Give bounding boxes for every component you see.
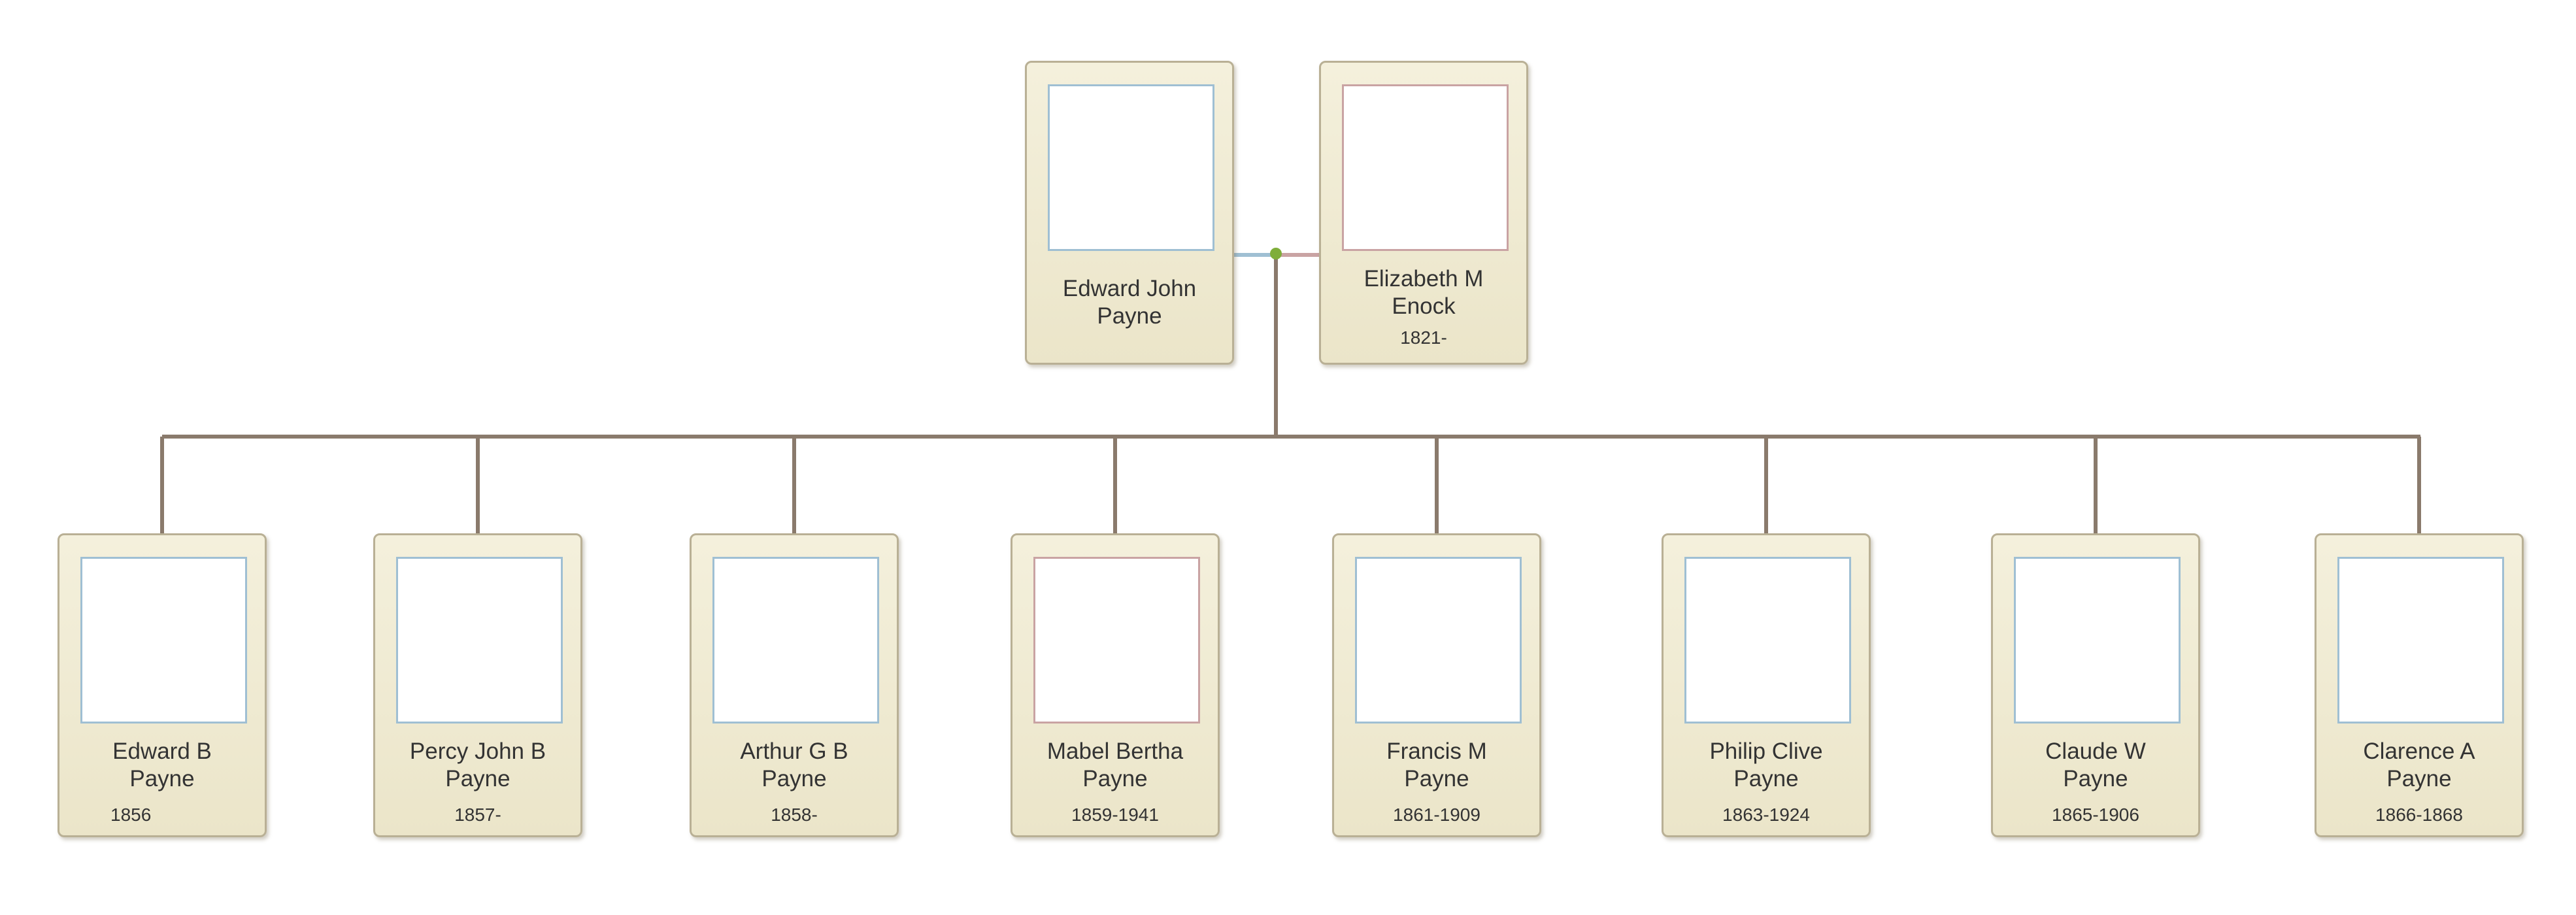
last-name: Payne xyxy=(1733,766,1799,791)
photo-placeholder xyxy=(1355,557,1522,724)
photo-placeholder xyxy=(1684,557,1851,724)
first-name: Elizabeth M xyxy=(1363,266,1484,291)
photo-placeholder xyxy=(396,557,563,724)
last-name: Payne xyxy=(2386,766,2452,791)
last-name: Payne xyxy=(1097,303,1162,329)
person-card-child[interactable]: Claude W Payne 1865-1906 xyxy=(1991,533,2200,837)
life-years: 1861-1909 xyxy=(1393,805,1480,825)
person-name: Edward B Payne xyxy=(66,738,258,793)
person-name: Elizabeth M Enock xyxy=(1328,265,1520,320)
photo-placeholder xyxy=(712,557,879,724)
first-name: Edward John xyxy=(1062,276,1197,301)
person-card-father[interactable]: Edward John Payne xyxy=(1025,61,1234,365)
life-years: 1857- xyxy=(454,805,501,825)
person-card-child[interactable]: Clarence A Payne 1866-1868 xyxy=(2315,533,2524,837)
person-card-child[interactable]: Francis M Payne 1861-1909 xyxy=(1332,533,1541,837)
life-years: 1821- xyxy=(1400,327,1447,348)
photo-placeholder xyxy=(1342,84,1509,251)
first-name: Philip Clive xyxy=(1709,739,1823,764)
first-name: Francis M xyxy=(1386,739,1487,764)
first-name: Claude W xyxy=(2045,739,2146,764)
last-name: Payne xyxy=(1082,766,1148,791)
person-card-child[interactable]: Mabel Bertha Payne 1859-1941 xyxy=(1011,533,1220,837)
person-name: Mabel Bertha Payne xyxy=(1019,738,1211,793)
life-years: 1858- xyxy=(771,805,818,825)
first-name: Arthur G B xyxy=(740,739,848,764)
life-years: 1863-1924 xyxy=(1722,805,1810,825)
life-years: 1859-1941 xyxy=(1071,805,1159,825)
person-name: Arthur G B Payne xyxy=(698,738,890,793)
first-name: Mabel Bertha xyxy=(1046,739,1184,764)
photo-placeholder xyxy=(1048,84,1214,251)
first-name: Clarence A xyxy=(2363,739,2475,764)
photo-placeholder xyxy=(80,557,247,724)
last-name: Payne xyxy=(445,766,510,791)
person-name: Edward John Payne xyxy=(1033,275,1226,330)
first-name: Edward B xyxy=(112,739,212,764)
life-years: 1866-1868 xyxy=(2375,805,2463,825)
union-dot[interactable] xyxy=(1270,248,1282,259)
last-name: Payne xyxy=(2063,766,2128,791)
person-card-child[interactable]: Arthur G B Payne 1858- xyxy=(690,533,899,837)
person-card-mother[interactable]: Elizabeth M Enock 1821- xyxy=(1319,61,1528,365)
person-name: Francis M Payne xyxy=(1341,738,1533,793)
photo-placeholder xyxy=(2337,557,2504,724)
photo-placeholder xyxy=(1033,557,1200,724)
person-name: Claude W Payne xyxy=(1999,738,2192,793)
child-drop-lines xyxy=(160,437,2421,533)
person-name: Philip Clive Payne xyxy=(1670,738,1862,793)
person-name: Percy John B Payne xyxy=(382,738,574,793)
last-name: Payne xyxy=(761,766,827,791)
last-name: Payne xyxy=(129,766,195,791)
person-card-child[interactable]: Percy John B Payne 1857- xyxy=(373,533,582,837)
person-card-child[interactable]: Edward B Payne 1856 xyxy=(58,533,267,837)
photo-placeholder xyxy=(2014,557,2181,724)
person-name: Clarence A Payne xyxy=(2323,738,2515,793)
life-years: 1856 xyxy=(110,805,152,825)
last-name: Enock xyxy=(1392,293,1456,319)
person-card-child[interactable]: Philip Clive Payne 1863-1924 xyxy=(1662,533,1871,837)
first-name: Percy John B xyxy=(409,739,546,764)
life-years: 1865-1906 xyxy=(2052,805,2139,825)
last-name: Payne xyxy=(1404,766,1469,791)
